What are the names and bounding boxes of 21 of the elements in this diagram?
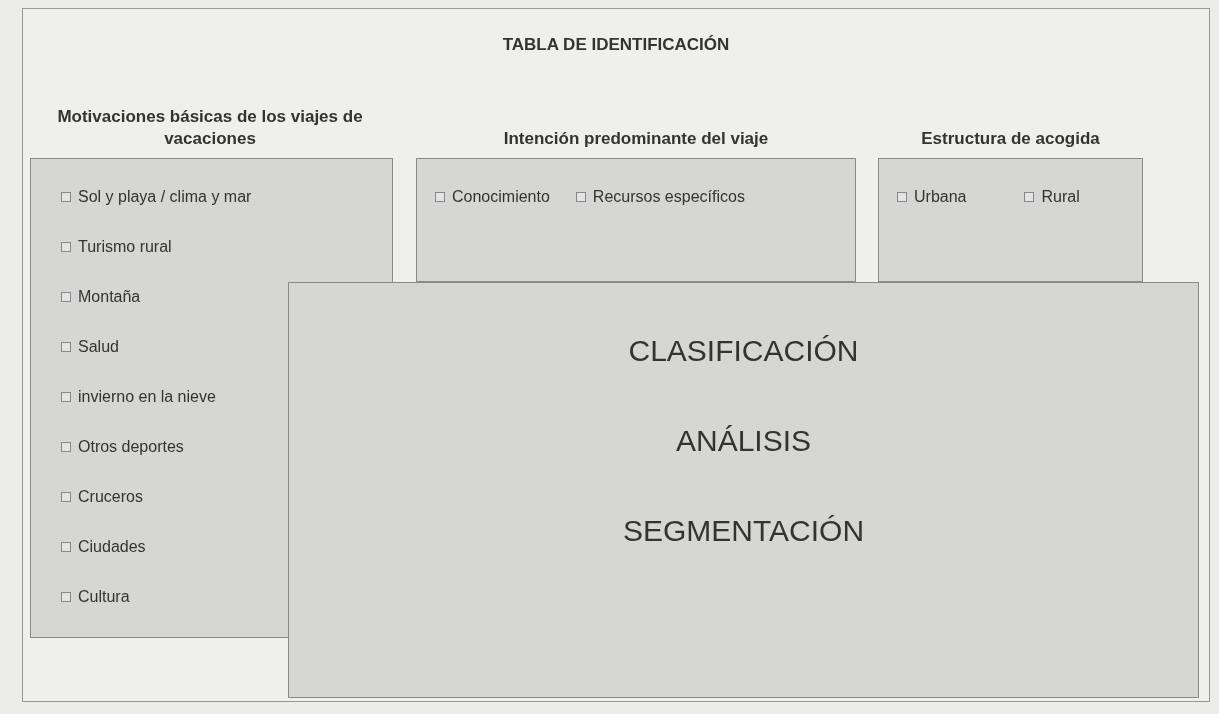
option-label: Turismo rural <box>78 237 172 257</box>
diagram-title: TABLA DE IDENTIFICACIÓN <box>501 34 731 56</box>
panel-heading: Intención predominante del viaje <box>502 128 770 150</box>
option-label: Salud <box>78 337 119 357</box>
option-label: Rural <box>1041 187 1080 207</box>
summary-box <box>288 282 1199 698</box>
option-label: Otros deportes <box>78 437 184 457</box>
option-label: Ciudades <box>78 537 146 557</box>
panel-heading: Estructura de acogida <box>920 128 1101 150</box>
summary-text: SEGMENTACIÓN <box>622 513 865 549</box>
option-label: Urbana <box>914 187 967 207</box>
option-label: Cultura <box>78 587 130 607</box>
option-label: Montaña <box>78 287 141 307</box>
summary-text: ANÁLISIS <box>675 423 812 459</box>
option-label: Recursos específicos <box>592 187 745 207</box>
option-label: invierno en la nieve <box>78 387 216 407</box>
summary-text: CLASIFICACIÓN <box>628 333 859 369</box>
option-label: Cruceros <box>78 487 143 507</box>
option-label: Conocimiento <box>452 187 550 207</box>
option-label: Sol y playa / clima y mar <box>78 187 252 207</box>
panel-heading: Motivaciones básicas de los viajes de vacaciones <box>56 106 364 150</box>
